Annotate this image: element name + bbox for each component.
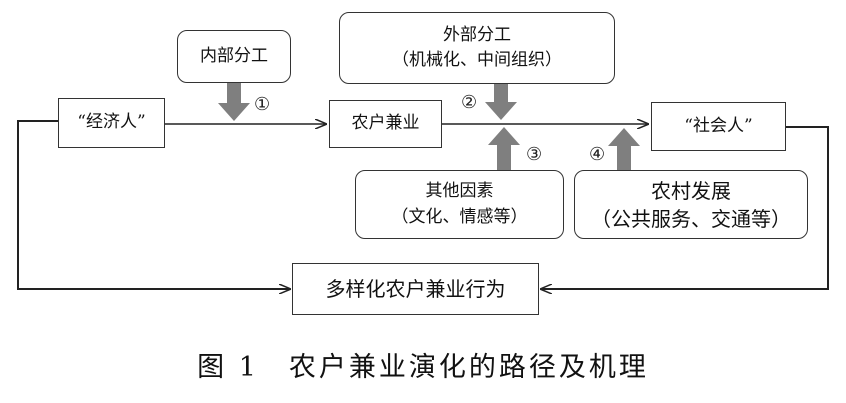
other-factors-box: 其他因素 （文化、情感等） [355, 170, 564, 239]
diversified-behavior-label: 多样化农户兼业行为 [325, 277, 506, 301]
block-arrow-3 [488, 127, 520, 170]
block-arrow-2 [485, 84, 517, 120]
external-division-detail: （机械化、中间组织） [392, 50, 562, 70]
rural-development-title: 农村发展 [651, 178, 731, 203]
economic-man-label: “经济人” [77, 112, 146, 133]
other-factors-detail: （文化、情感等） [391, 206, 528, 227]
part-time-farming-label: 农户兼业 [351, 113, 420, 134]
diversified-behavior-box: 多样化农户兼业行为 [292, 263, 539, 315]
marker-1: ① [254, 94, 271, 115]
internal-division-box: 内部分工 [177, 30, 291, 83]
figure-caption: 图 1 农户兼业演化的路径及机理 [197, 352, 649, 383]
marker-3: ③ [526, 144, 543, 165]
block-arrow-1 [218, 83, 250, 121]
rural-development-box: 农村发展 （公共服务、交通等） [574, 170, 808, 239]
rural-development-detail: （公共服务、交通等） [591, 206, 791, 231]
other-factors-title: 其他因素 [425, 181, 494, 201]
marker-2: ② [461, 92, 478, 113]
arrow-economic-to-diversified [17, 120, 290, 289]
social-man-label: “社会人” [684, 115, 753, 136]
external-division-box: 外部分工 （机械化、中间组织） [339, 12, 615, 84]
internal-division-label: 内部分工 [200, 45, 268, 66]
block-arrow-4 [608, 128, 640, 170]
social-man-box: “社会人” [651, 102, 786, 151]
economic-man-box: “经济人” [58, 98, 165, 148]
marker-4: ④ [589, 144, 606, 165]
arrow-social-to-diversified [541, 126, 829, 289]
external-division-title: 外部分工 [443, 24, 511, 45]
part-time-farming-box: 农户兼业 [329, 100, 442, 148]
